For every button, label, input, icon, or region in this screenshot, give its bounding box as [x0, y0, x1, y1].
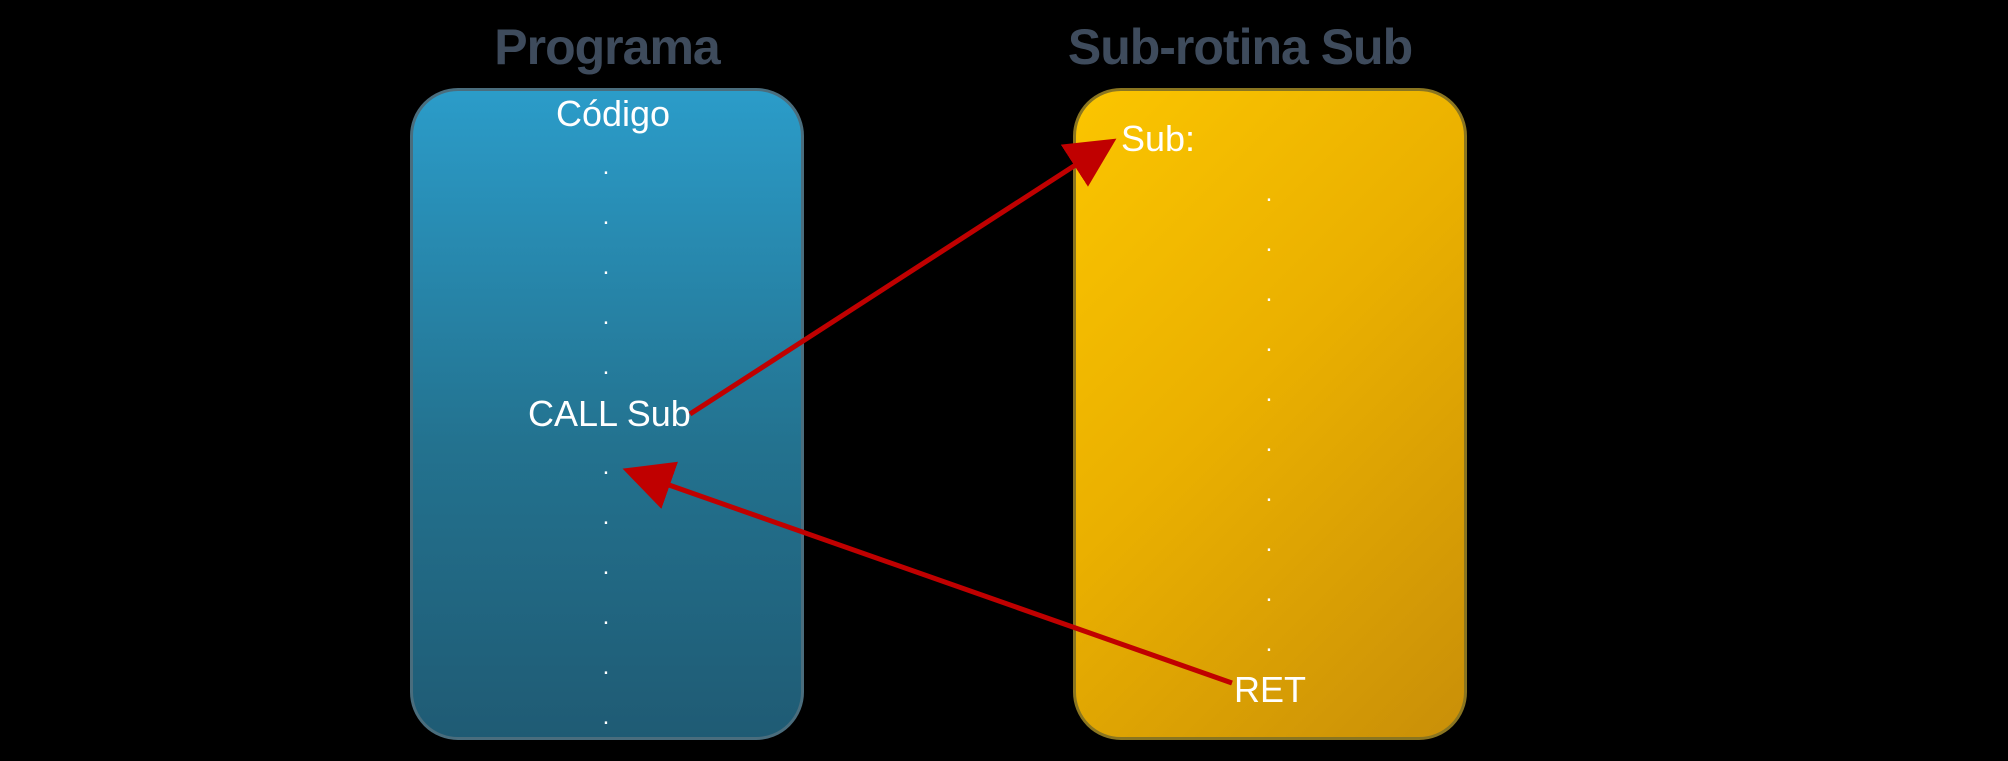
program-dot-after-call: .	[602, 453, 610, 480]
ret-instruction: RET	[1234, 669, 1306, 710]
subroutine-heading: Sub-rotina Sub	[1067, 19, 1413, 75]
call-arrow	[688, 138, 1117, 417]
subroutine-box	[1073, 88, 1467, 740]
program-dot-after-call: .	[602, 653, 610, 680]
sub-entry-label: Sub:	[1121, 118, 1196, 159]
subroutine-dot: .	[1265, 530, 1273, 557]
program-dot-after-call: .	[602, 603, 610, 630]
program-dot-before-call: .	[602, 303, 610, 330]
program-dot-after-call: .	[602, 553, 610, 580]
subroutine-dot: .	[1265, 430, 1273, 457]
program-code-title: Código	[556, 93, 671, 134]
call-sub-instruction: CALL Sub	[528, 393, 691, 434]
return-arrow	[622, 461, 1233, 686]
subroutine-dot: .	[1265, 580, 1273, 607]
program-dot-before-call: .	[602, 203, 610, 230]
program-dot-before-call: .	[602, 253, 610, 280]
subroutine-dot: .	[1265, 630, 1273, 657]
program-heading: Programa	[494, 19, 720, 75]
subroutine-dot: .	[1265, 330, 1273, 357]
program-dot-before-call: .	[602, 353, 610, 380]
subroutine-dot: .	[1265, 180, 1273, 207]
program-dot-after-call: .	[602, 703, 610, 730]
subroutine-dot: .	[1265, 380, 1273, 407]
program-dot-after-call: .	[602, 503, 610, 530]
subroutine-dot: .	[1265, 230, 1273, 257]
subroutine-dot: .	[1265, 480, 1273, 507]
program-box	[410, 88, 804, 740]
subroutine-dot: .	[1265, 280, 1273, 307]
program-dot-before-call: .	[602, 153, 610, 180]
